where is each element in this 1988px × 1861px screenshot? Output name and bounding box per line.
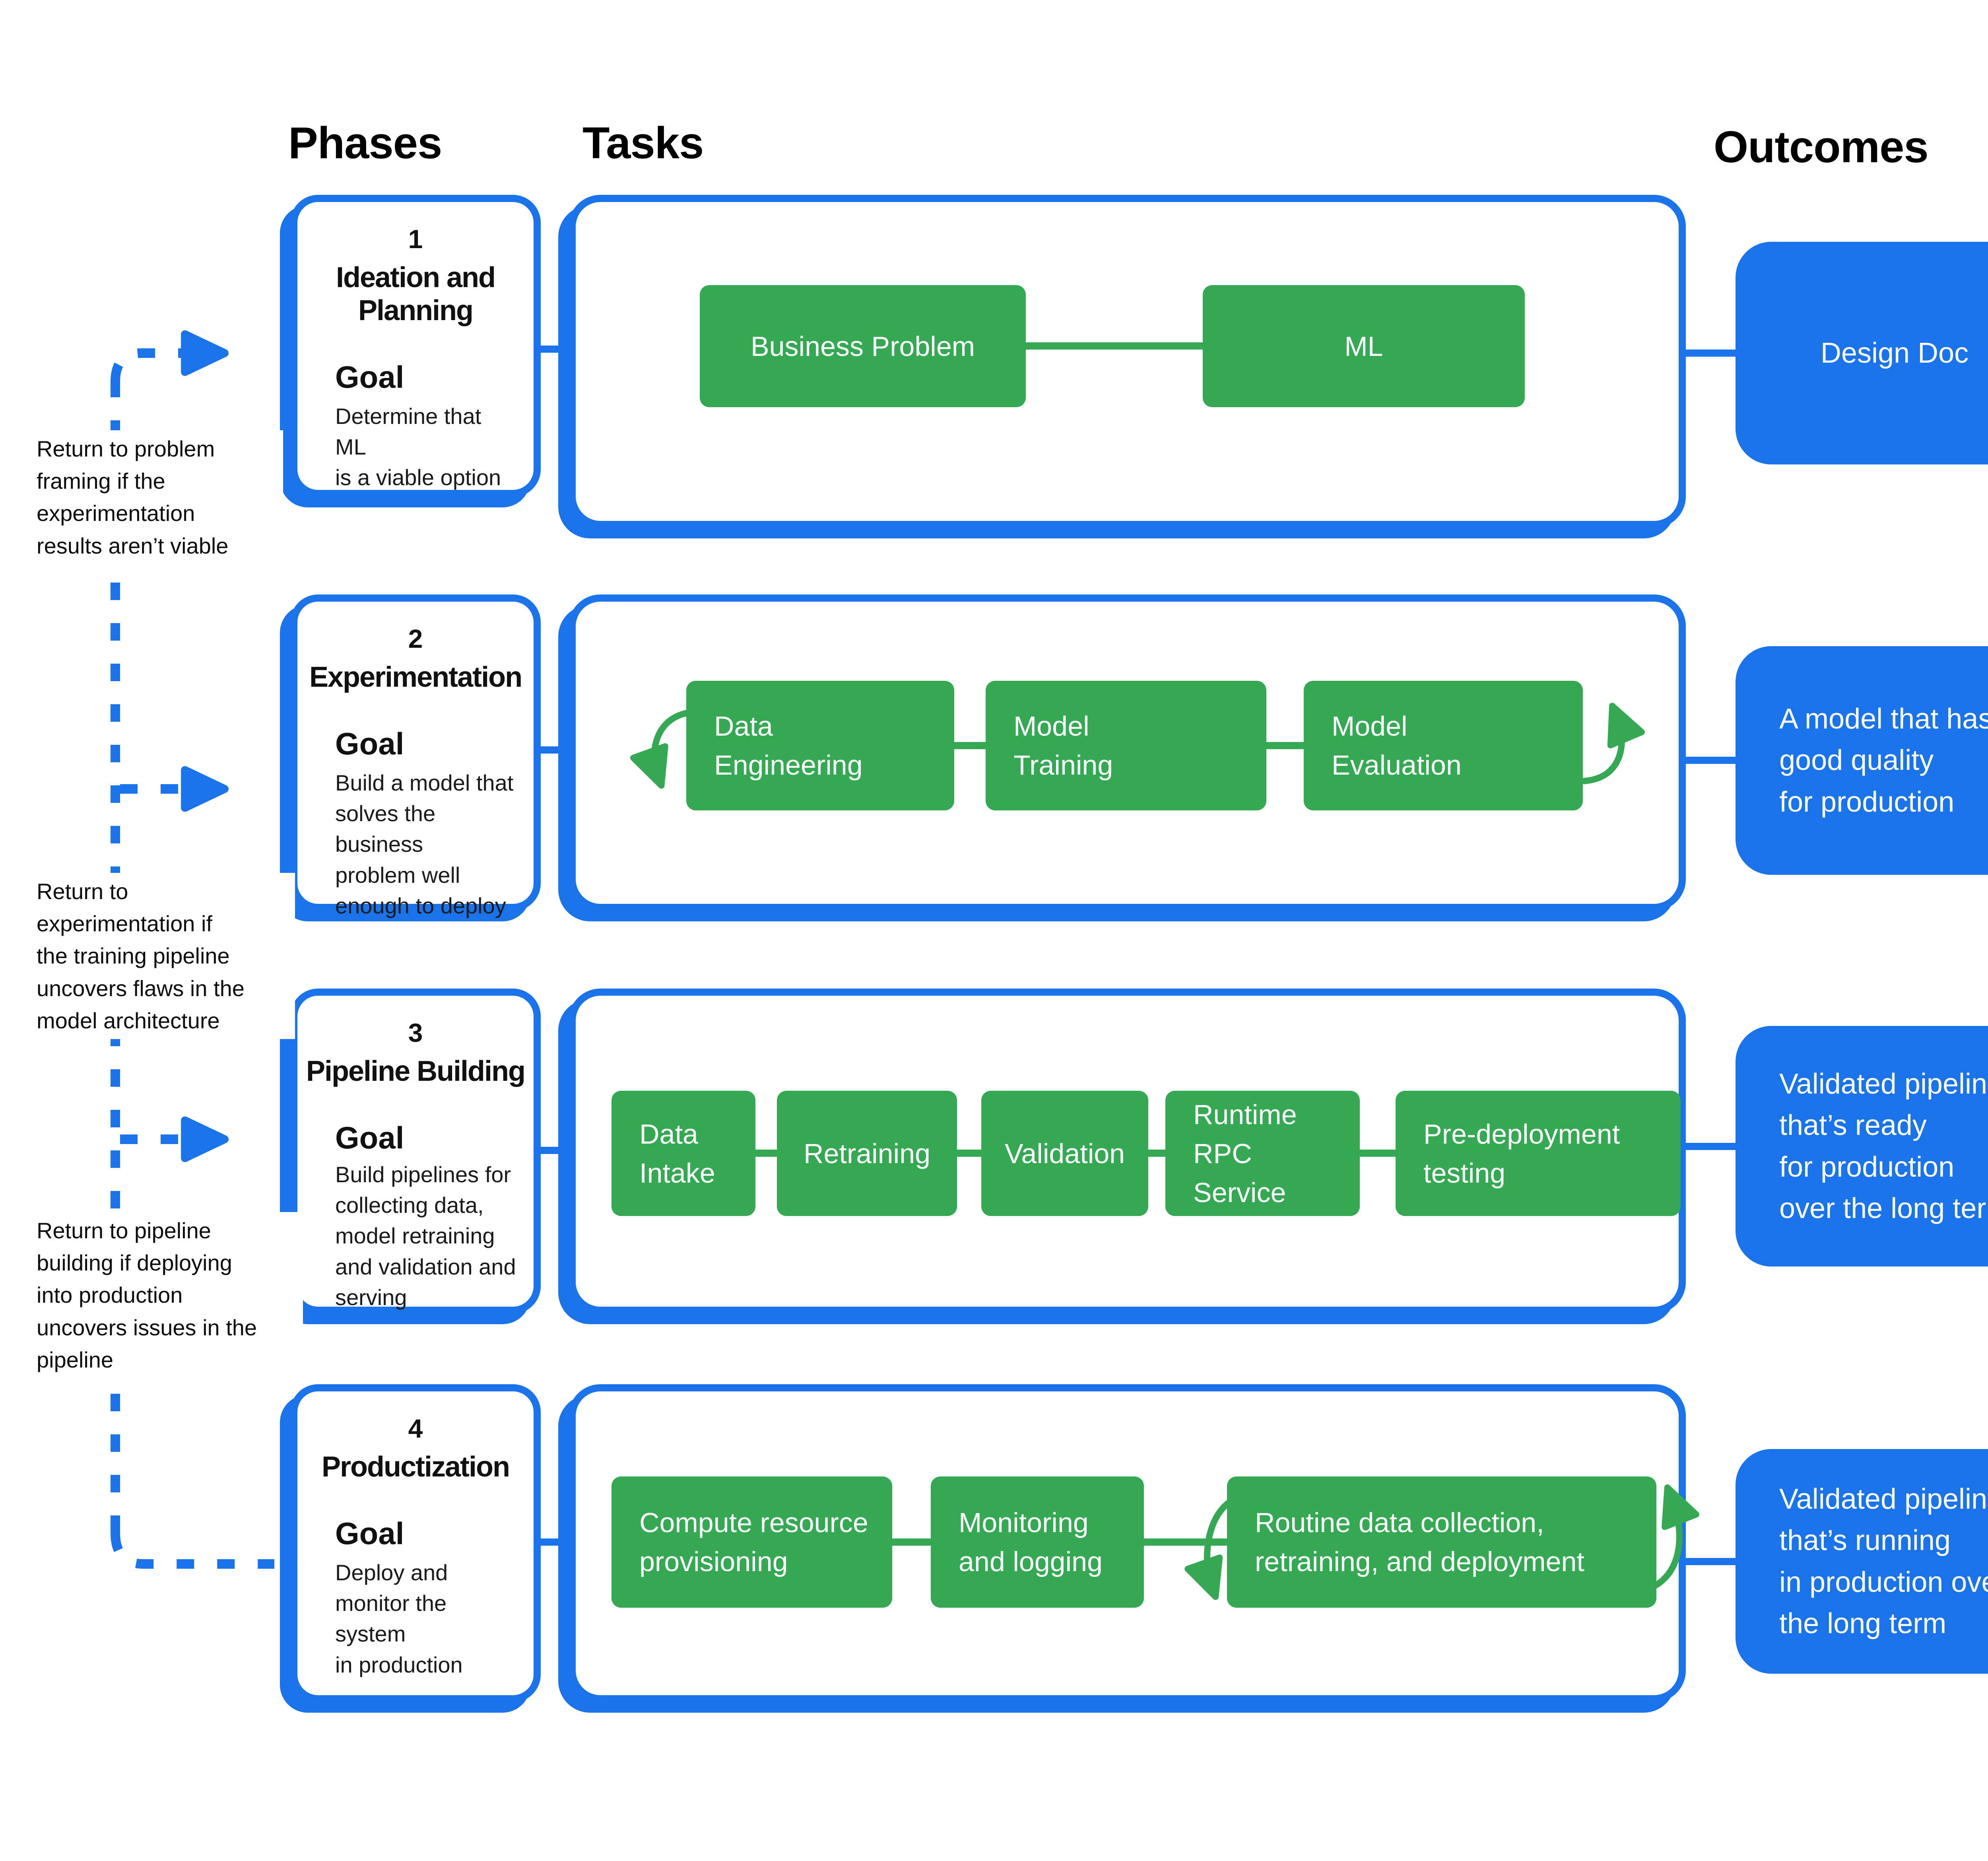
outcome-text: Validated pipeline that’s ready for prod… — [1779, 1068, 1988, 1224]
loop-arrow-right-experimentation — [1581, 703, 1645, 784]
dotted-return-paths — [111, 330, 274, 1569]
green-task-connectors — [755, 342, 1396, 1546]
phases-header: Phases — [288, 118, 442, 168]
loop-arrow-left-experimentation — [630, 709, 700, 789]
phase-title: Ideation and Planning — [336, 262, 496, 326]
return-arrow-to-phase1 — [111, 330, 229, 382]
phase-box-productization: 4 Productization Goal Deploy and monitor… — [290, 1384, 541, 1702]
phase-number: 1 — [408, 224, 423, 254]
task-retraining: Retraining — [777, 1091, 957, 1216]
phase-number: 3 — [408, 1018, 423, 1047]
goal-label: Goal — [335, 1515, 404, 1551]
task-monitoring-and-logging: Monitoring and logging — [931, 1476, 1144, 1608]
outcome-model-good-quality: A model that has good quality for produc… — [1736, 646, 1988, 875]
goal-text: Build pipelines for collecting data, mod… — [335, 1162, 516, 1310]
task-routine-data-collection: Routine data collection, retraining, and… — [1227, 1476, 1656, 1608]
task-pre-deployment-testing: Pre-deployment testing — [1396, 1091, 1681, 1216]
task-validation: Validation — [981, 1091, 1148, 1216]
phase-title: Pipeline Building — [306, 1055, 526, 1087]
task-runtime-rpc-service: Runtime RPC Service — [1165, 1091, 1360, 1216]
phase-number: 4 — [408, 1414, 423, 1443]
outcome-text: Design Doc — [1820, 337, 1969, 369]
outcome-validated-pipeline-running: Validated pipeline that’s running in pro… — [1736, 1449, 1988, 1674]
task-model-training: Model Training — [986, 681, 1266, 810]
annotation-return-problem-framing: Return to problem framing if the experim… — [37, 430, 283, 564]
task-data-engineering: Data Engineering — [686, 681, 954, 810]
goal-label: Goal — [335, 359, 404, 394]
task-data-intake: Data Intake — [612, 1091, 755, 1216]
outcome-design-doc: Design Doc — [1736, 242, 1988, 464]
task-compute-resource-provisioning: Compute resource provisioning — [612, 1476, 892, 1608]
phase-number: 2 — [408, 624, 423, 653]
annotation-return-pipeline-building: Return to pipeline building if deploying… — [37, 1212, 303, 1378]
loop-arrow-icons — [630, 703, 1699, 1600]
goal-text: Build a model that solves the business p… — [335, 770, 514, 918]
phase-box-pipeline-building: 3 Pipeline Building Goal Build pipelines… — [290, 989, 541, 1314]
task-ml: ML — [1203, 285, 1525, 407]
phase-title: Experimentation — [309, 661, 522, 693]
outcomes-header: Outcomes — [1714, 122, 1929, 172]
return-line-to-phase4 — [111, 1533, 274, 1569]
goal-label: Goal — [335, 726, 404, 761]
annotation-return-experimentation: Return to experimentation if the trainin… — [37, 873, 295, 1039]
outcome-validated-pipeline-ready: Validated pipeline that’s ready for prod… — [1736, 1026, 1988, 1267]
goal-text: Determine that ML is a viable option — [335, 403, 501, 490]
phase-title: Productization — [322, 1451, 510, 1483]
tasks-header: Tasks — [582, 118, 704, 168]
goal-label: Goal — [335, 1120, 404, 1155]
goal-text: Deploy and monitor the system in product… — [335, 1560, 463, 1677]
solid-blue-connectors — [537, 346, 1740, 1565]
outcome-text: Validated pipeline that’s running in pro… — [1779, 1483, 1988, 1640]
task-model-evaluation: Model Evaluation — [1304, 681, 1583, 810]
phase-box-experimentation: 2 Experimentation Goal Build a model tha… — [290, 594, 541, 918]
outcome-text: A model that has good quality for produc… — [1779, 703, 1988, 818]
phase-box-ideation-planning: 1 Ideation and Planning Goal Determine t… — [290, 195, 541, 497]
task-business-problem: Business Problem — [700, 285, 1026, 407]
